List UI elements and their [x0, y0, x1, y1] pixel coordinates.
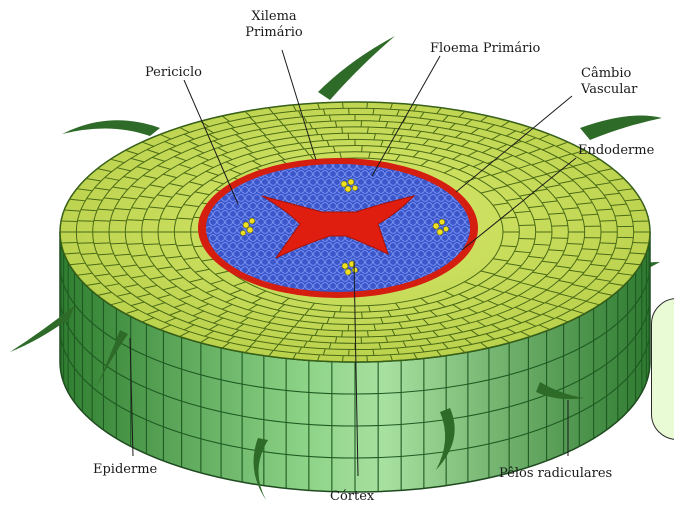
label-xilema-line1: Xilema	[236, 9, 312, 25]
label-pelos-radiculares: Pêlos radiculares	[499, 466, 612, 482]
label-xilema-line2: Primário	[236, 25, 312, 41]
label-cambio-line2: Vascular	[581, 82, 637, 98]
label-floema-primario: Floema Primário	[430, 41, 540, 57]
label-cambio-vascular: Câmbio Vascular	[581, 66, 637, 98]
label-periciclo: Periciclo	[145, 65, 202, 81]
label-endoderme: Endoderme	[578, 143, 654, 159]
label-cortex: Córtex	[330, 489, 374, 505]
label-epiderme: Epiderme	[93, 462, 157, 478]
label-cambio-line1: Câmbio	[581, 66, 637, 82]
callout-box	[651, 298, 674, 440]
label-xilema-primario: Xilema Primário	[236, 9, 312, 41]
